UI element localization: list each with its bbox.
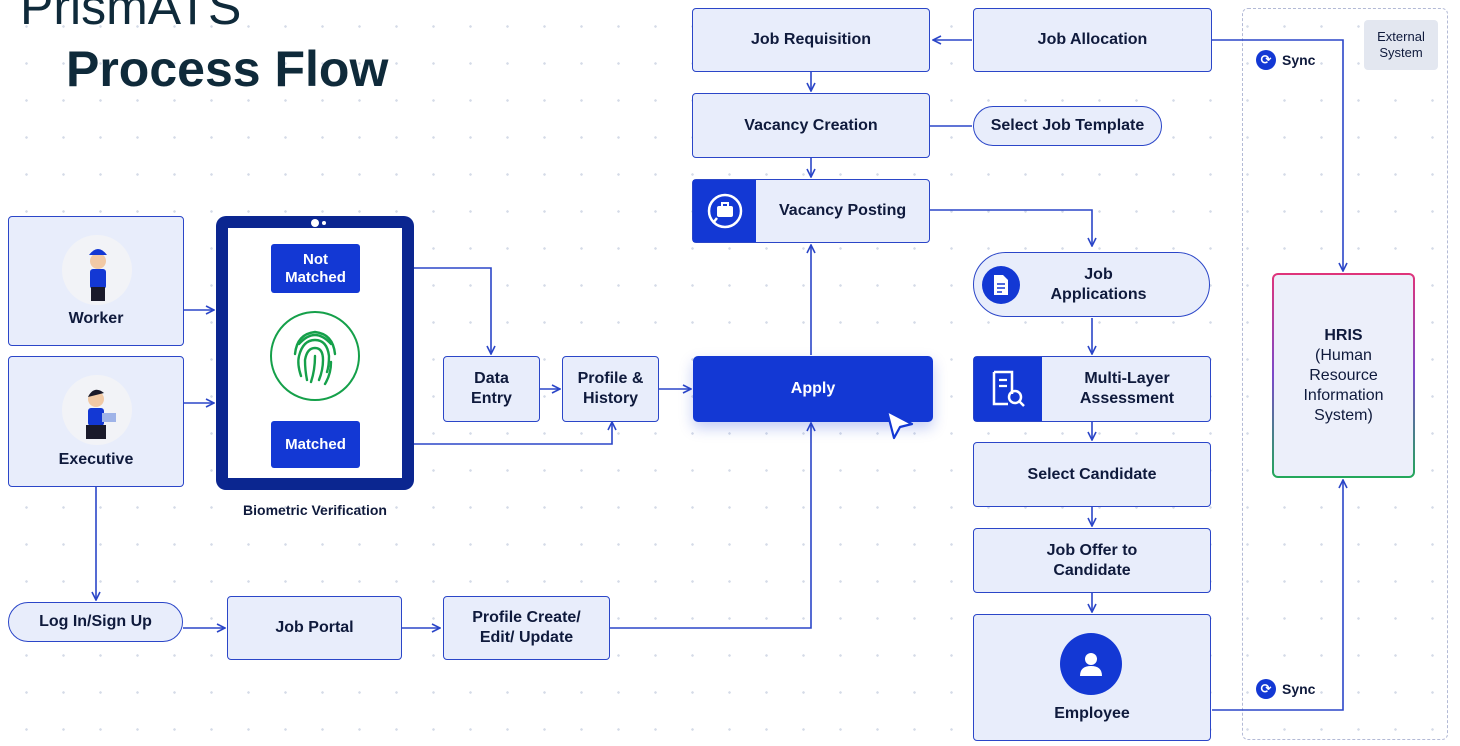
not-matched-badge: Not Matched (271, 244, 360, 293)
assessment-box: Multi-Layer Assessment (973, 356, 1211, 422)
hris-title: HRIS (1324, 326, 1363, 344)
login-signup-box: Log In/Sign Up (8, 602, 183, 642)
job-portal-box: Job Portal (227, 596, 402, 660)
hris-description: (Human Resource Information System) (1303, 346, 1384, 424)
job-applications-box: Job Applications (973, 252, 1210, 317)
worker-icon (89, 249, 107, 301)
profile-history-box: Profile & History (562, 356, 659, 422)
job-offer-box: Job Offer to Candidate (973, 528, 1211, 593)
employee-box: Employee (973, 614, 1211, 741)
cursor-icon (884, 408, 916, 447)
executive-label: Executive (58, 451, 134, 468)
sync-top: ⟳ Sync (1256, 50, 1315, 70)
sync-bottom-label: Sync (1282, 681, 1316, 697)
tablet-sensor-dot (322, 221, 326, 225)
job-requisition-box: Job Requisition (692, 8, 930, 72)
employee-label: Employee (1054, 705, 1130, 722)
external-system-label: External System (1364, 20, 1438, 70)
sync-icon: ⟳ (1256, 679, 1276, 699)
vacancy-creation-box: Vacancy Creation (692, 93, 930, 158)
hris-box: HRIS (Human Resource Information System) (1272, 273, 1415, 478)
document-icon-circle (982, 266, 1020, 304)
executive-icon (86, 389, 116, 439)
briefcase-chat-icon (707, 193, 742, 229)
vacancy-posting-label: Vacancy Posting (779, 202, 907, 219)
sync-icon: ⟳ (1256, 50, 1276, 70)
employee-icon-circle (1060, 633, 1122, 695)
profile-create-box: Profile Create/ Edit/ Update (443, 596, 610, 660)
matched-badge: Matched (271, 421, 360, 468)
vacancy-posting-box: Vacancy Posting (692, 179, 930, 243)
tablet-camera-icon (311, 219, 319, 227)
apply-button[interactable]: Apply (693, 356, 933, 422)
page-title: Process Flow (66, 41, 389, 97)
executive-card: Executive (8, 356, 184, 487)
sync-bottom: ⟳ Sync (1256, 679, 1315, 699)
worker-avatar (62, 235, 132, 305)
worker-label: Worker (68, 310, 124, 327)
job-allocation-box: Job Allocation (973, 8, 1212, 72)
worker-card: Worker (8, 216, 184, 346)
fingerprint-icon (269, 310, 361, 402)
biometric-caption: Biometric Verification (243, 502, 387, 518)
document-icon (994, 275, 1008, 295)
job-applications-label: Job Applications (1050, 265, 1147, 303)
assessment-icon-tile (974, 357, 1042, 421)
data-entry-box: Data Entry (443, 356, 540, 422)
external-system-region (1242, 8, 1448, 740)
assessment-label: Multi-Layer Assessment (1079, 370, 1175, 407)
select-job-template-box: Select Job Template (973, 106, 1162, 146)
user-icon (1080, 653, 1102, 676)
document-search-icon (992, 370, 1025, 407)
select-candidate-box: Select Candidate (973, 442, 1211, 507)
title-line-1: PrismATS (20, 0, 242, 35)
executive-avatar (62, 375, 132, 445)
sync-top-label: Sync (1282, 52, 1316, 68)
vacancy-posting-icon-tile (693, 180, 756, 242)
